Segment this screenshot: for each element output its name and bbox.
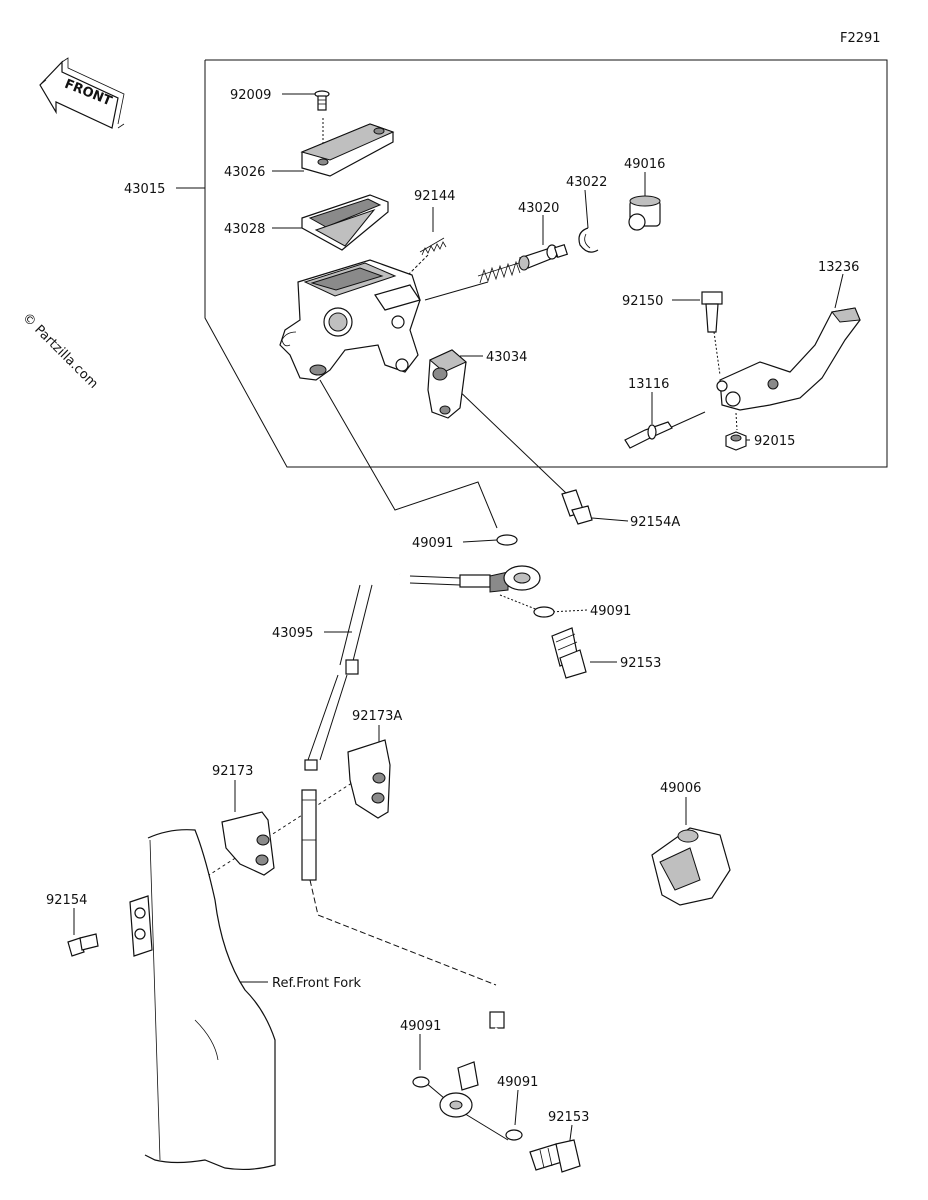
banjo-bolt-92153-a <box>551 627 587 679</box>
washer-49091-d <box>505 1129 523 1141</box>
washer-49091-a <box>496 534 518 546</box>
watermark: © Partzilla.com <box>19 310 101 392</box>
label-13236: 13236 <box>818 260 859 275</box>
figure-code: F2291 <box>840 31 881 46</box>
circlip-43022 <box>578 227 599 253</box>
label-49016: 49016 <box>624 157 665 172</box>
label-92154A: 92154A <box>630 515 680 530</box>
label-43026: 43026 <box>224 165 265 180</box>
label-43015: 43015 <box>124 182 165 197</box>
label-43022: 43022 <box>566 175 607 190</box>
spring-92144 <box>419 237 447 256</box>
label-43095: 43095 <box>272 626 313 641</box>
label-13116: 13116 <box>628 377 669 392</box>
cover-49006 <box>651 827 731 906</box>
label-92009: 92009 <box>230 88 271 103</box>
label-43020: 43020 <box>518 201 559 216</box>
label-49091-d: 49091 <box>497 1075 538 1090</box>
label-92173A: 92173A <box>352 709 402 724</box>
label-43028: 43028 <box>224 222 265 237</box>
label-92153-b: 92153 <box>548 1110 589 1125</box>
label-92173: 92173 <box>212 764 253 779</box>
label-ref-front-fork: Ref.Front Fork <box>272 976 362 991</box>
nut-92015 <box>725 431 747 451</box>
piston-43020 <box>477 243 569 284</box>
diaphragm-43028 <box>301 194 389 251</box>
screw-92009 <box>314 90 330 111</box>
boot-49016 <box>628 195 661 231</box>
front-arrow-icon: FRONT <box>39 57 125 129</box>
label-92153-a: 92153 <box>620 656 661 671</box>
bracket-92173A <box>347 739 391 819</box>
label-49091-c: 49091 <box>400 1019 441 1034</box>
master-cylinder-body <box>279 259 421 381</box>
bolt-92150 <box>701 291 723 333</box>
label-49091-a: 49091 <box>412 536 453 551</box>
bolt-92154A <box>561 489 593 525</box>
bolt-92154 <box>67 933 99 957</box>
bracket-92173 <box>221 811 275 876</box>
label-92150: 92150 <box>622 294 663 309</box>
banjo-bolt-92153-b <box>529 1139 581 1173</box>
front-fork-ref <box>129 829 276 1171</box>
assembly-frame-43015 <box>204 59 888 468</box>
washer-49091-c <box>412 1076 430 1088</box>
label-43034: 43034 <box>486 350 527 365</box>
label-49006: 49006 <box>660 781 701 796</box>
label-92144: 92144 <box>414 189 455 204</box>
label-92154: 92154 <box>46 893 87 908</box>
brake-hose-43095 <box>301 565 541 881</box>
lever-13236 <box>716 307 861 411</box>
lower-brake-hose <box>439 1011 505 1118</box>
washer-49091-b <box>533 606 555 618</box>
reservoir-cap-43026 <box>300 123 395 177</box>
label-92015: 92015 <box>754 434 795 449</box>
pivot-pin-13116 <box>624 421 673 449</box>
label-49091-b: 49091 <box>590 604 631 619</box>
clamp-43034 <box>427 349 467 419</box>
